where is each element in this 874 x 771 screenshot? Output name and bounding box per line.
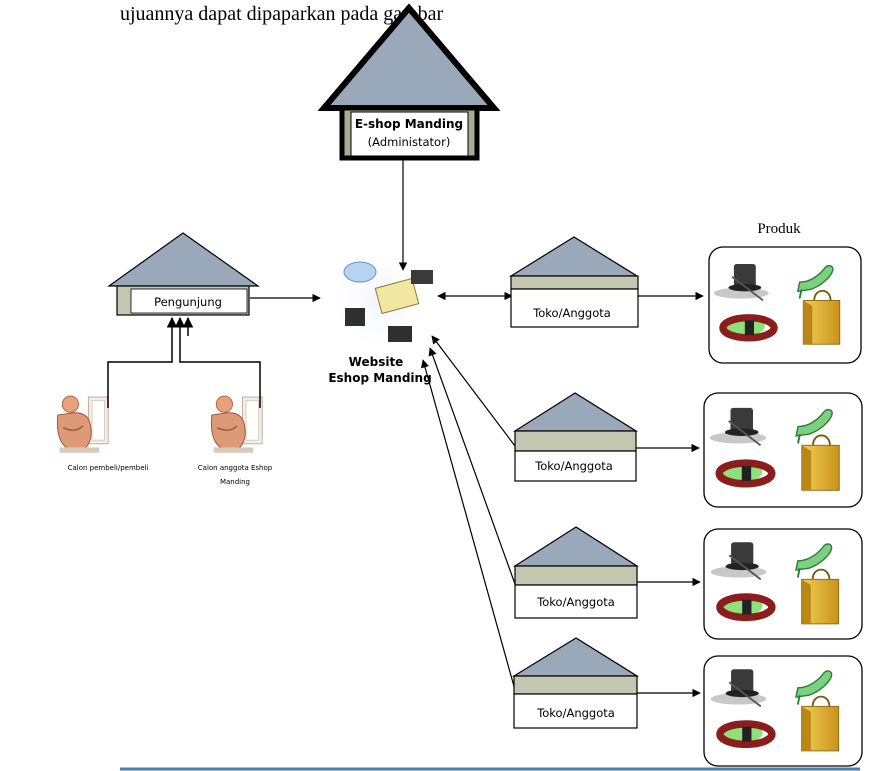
- store4-to-website-arrow: [420, 359, 516, 691]
- buyer-to-visitor-arrow: [107, 316, 178, 408]
- website-label-1: Website: [349, 355, 404, 369]
- product-box-2: [703, 392, 863, 508]
- store-label-box: [513, 693, 638, 729]
- store-label: Toko/Anggota: [534, 459, 613, 473]
- store-label: Toko/Anggota: [536, 595, 615, 609]
- store-node-4: Toko/Anggota: [511, 637, 640, 729]
- store-roof: [511, 637, 640, 677]
- product-box-1: [708, 246, 862, 364]
- produk-label: Produk: [757, 221, 801, 237]
- person-computer-icon: [56, 395, 109, 454]
- product-box-4: [703, 655, 863, 767]
- server-icon: [388, 326, 412, 342]
- website-label-2: Eshop Manding: [328, 371, 431, 385]
- store-band: [513, 675, 638, 695]
- visitor-label-box: [130, 288, 248, 314]
- store-label: Toko/Anggota: [532, 306, 611, 320]
- admin-title: E-shop Manding: [355, 117, 463, 131]
- monitor-icon: [411, 270, 433, 284]
- header-text: ujuannya dapat dipaparkan pada gambar: [120, 3, 444, 25]
- visitor-roof: [107, 232, 260, 287]
- store3-to-website-arrow: [428, 347, 516, 585]
- website-node: Website Eshop Manding: [326, 244, 438, 385]
- user-member-label-1: Calon anggota Eshop: [198, 464, 273, 472]
- store-product-connectors: [636, 291, 704, 698]
- user-connectors: [107, 316, 261, 408]
- store-band: [514, 565, 638, 586]
- store-band: [514, 430, 637, 452]
- main-connectors: [250, 160, 516, 691]
- store-node-1: Toko/Anggota: [508, 236, 640, 328]
- admin-label-box: [350, 111, 469, 157]
- user-member: Calon anggota Eshop Manding: [198, 395, 273, 486]
- user-buyer: Calon pembeli/pembeli: [56, 395, 149, 472]
- store-roof: [512, 392, 639, 432]
- store2-to-website-arrow: [431, 335, 516, 447]
- store-label: Toko/Anggota: [536, 706, 615, 720]
- product-box-3: [703, 528, 863, 640]
- store-label-box: [514, 450, 637, 482]
- admin-node: E-shop Manding (Administator): [317, 3, 501, 161]
- visitor-label: Pengunjung: [154, 295, 222, 309]
- member-to-visitor-arrow: [174, 316, 261, 408]
- store-band: [510, 275, 639, 290]
- visitor-node: Pengunjung: [107, 232, 260, 316]
- user-buyer-label: Calon pembeli/pembeli: [68, 464, 149, 472]
- network-cloud-icon: [343, 261, 377, 283]
- user-member-label-2: Manding: [220, 478, 250, 486]
- laptop-icon: [374, 277, 420, 315]
- store-node-2: Toko/Anggota: [512, 392, 639, 482]
- store-label-box: [514, 584, 638, 619]
- store-label-box: [510, 288, 639, 328]
- computer-icon: [345, 308, 365, 326]
- store-node-3: Toko/Anggota: [512, 526, 640, 619]
- admin-subtitle: (Administator): [368, 135, 451, 149]
- store-roof: [508, 236, 640, 277]
- person-computer-icon: [210, 395, 263, 454]
- store-roof: [512, 526, 640, 567]
